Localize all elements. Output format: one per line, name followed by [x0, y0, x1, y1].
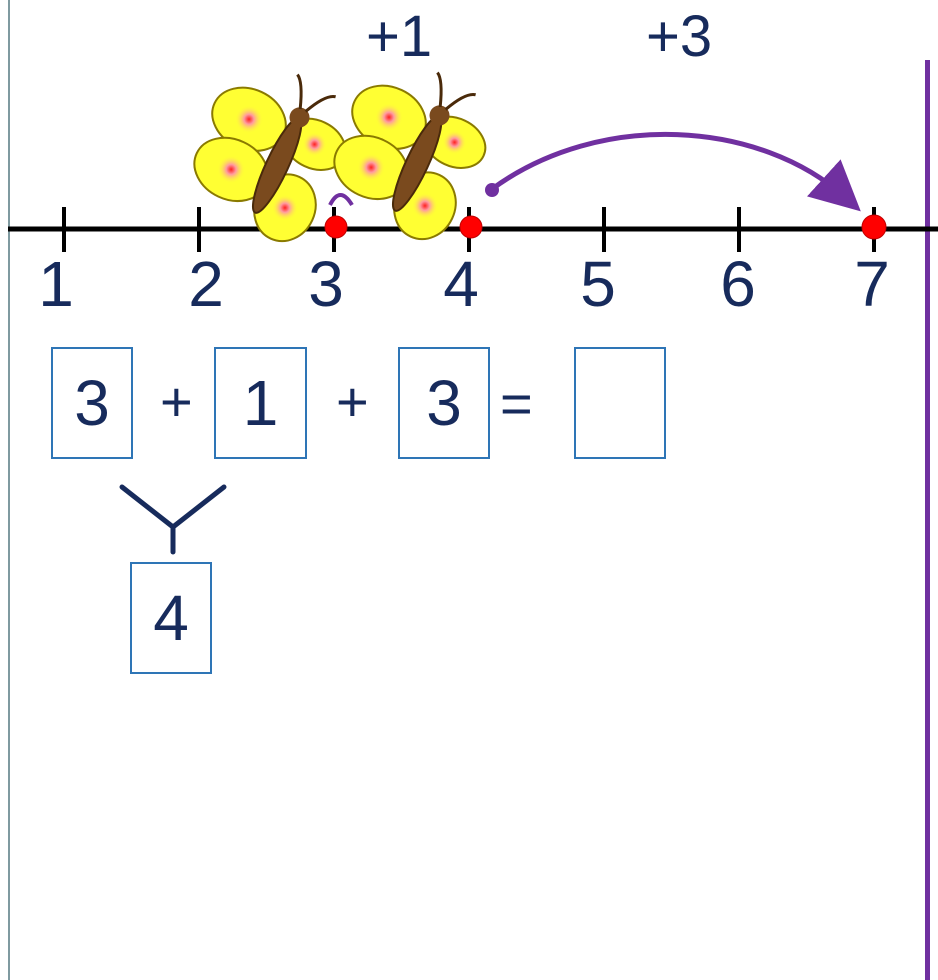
tick-label-1: 1: [38, 248, 74, 320]
jump-arc-small: [328, 193, 354, 207]
tick-label-4: 4: [443, 248, 479, 320]
term-box-1: 3: [51, 347, 133, 459]
point-7: [861, 214, 887, 240]
equals-sign: =: [500, 372, 533, 435]
jump-label-plus-3: +3: [646, 4, 713, 69]
jump-label-plus-1: +1: [366, 4, 433, 69]
butterfly-icon: [193, 73, 347, 243]
jump-arrow-icon: [490, 131, 861, 212]
sum-box: 4: [130, 562, 212, 674]
point-4: [459, 215, 483, 239]
tick-label-2: 2: [188, 248, 224, 320]
grouping-bracket: [119, 484, 227, 555]
butterfly-icon: [333, 71, 487, 241]
term-box-3: 3: [398, 347, 490, 459]
point-3: [324, 215, 348, 239]
tick-label-3: 3: [308, 248, 344, 320]
right-divider: [925, 60, 930, 980]
plus-sign-1: +: [160, 370, 193, 433]
plus-sign-2: +: [336, 370, 369, 433]
tick-label-7: 7: [854, 248, 890, 320]
term-box-2: 1: [214, 347, 307, 459]
tick-label-6: 6: [720, 248, 756, 320]
arrow-start-dot: [485, 183, 499, 197]
left-border: [8, 0, 10, 980]
tick-label-5: 5: [580, 248, 616, 320]
answer-box[interactable]: [574, 347, 666, 459]
